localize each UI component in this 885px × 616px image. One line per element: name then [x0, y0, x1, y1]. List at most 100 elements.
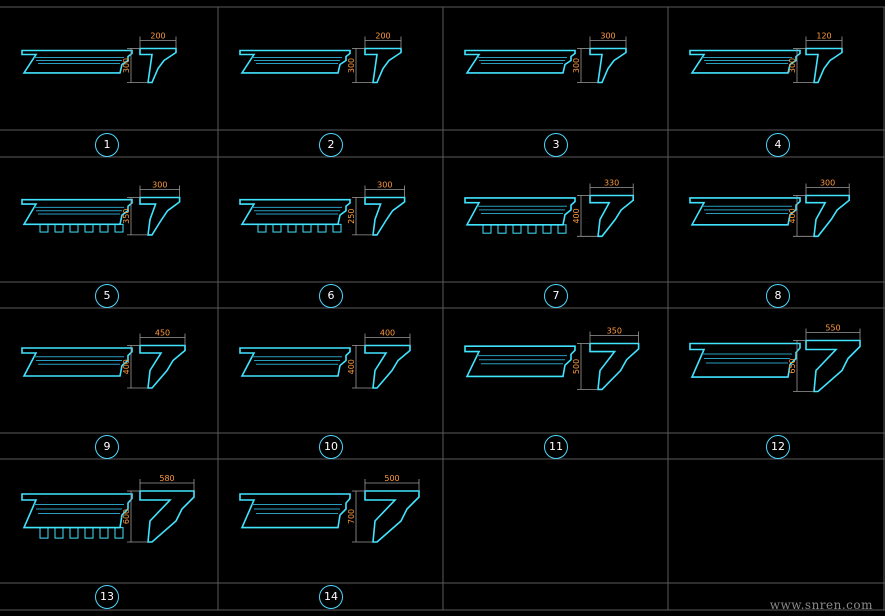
detail-panel-10: 400 400 — [239, 329, 411, 389]
cornice-perspective — [239, 198, 351, 233]
detail-panel-14: 500 700 — [239, 474, 420, 543]
cornice-section — [805, 47, 843, 84]
height-dim-label: 300 — [788, 58, 797, 73]
detail-number-5: 5 — [95, 284, 119, 308]
cornice-section — [364, 490, 420, 543]
detail-panel-3: 300 300 — [464, 32, 627, 84]
detail-panel-2: 200 300 — [239, 32, 402, 84]
cornice-perspective — [239, 493, 351, 529]
height-dim-label: 300 — [347, 58, 356, 73]
dimension-height — [793, 195, 814, 237]
height-dim-label: 250 — [347, 209, 356, 224]
drawing-grid — [0, 6, 885, 611]
height-dim-label: 300 — [122, 58, 131, 73]
detail-number-6: 6 — [319, 284, 343, 308]
width-dim-label: 500 — [384, 474, 399, 483]
cornice-perspective — [239, 49, 351, 74]
cornice-section — [139, 47, 177, 84]
cornice-perspective — [21, 347, 133, 377]
cornice-perspective — [239, 347, 351, 377]
cornice-section — [139, 344, 186, 389]
cornice-perspective — [689, 197, 801, 226]
height-dim-label: 400 — [122, 359, 131, 374]
width-dim-label: 200 — [375, 32, 390, 41]
cornice-section — [364, 344, 411, 389]
dimension-height — [127, 345, 148, 389]
dimension-width — [364, 333, 411, 346]
height-dim-label: 350 — [122, 209, 131, 224]
width-dim-label: 200 — [150, 32, 165, 41]
detail-panel-9: 450 400 — [21, 329, 186, 389]
cornice-section — [589, 47, 627, 84]
dimension-height — [793, 340, 814, 392]
cornice-section — [589, 342, 640, 391]
watermark: www.snren.com — [769, 598, 873, 612]
cornice-perspective — [464, 345, 576, 378]
detail-number-12: 12 — [766, 435, 790, 459]
width-dim-label: 580 — [159, 474, 174, 483]
width-dim-label: 300 — [820, 179, 835, 188]
dimension-width — [364, 36, 402, 49]
dimension-width — [805, 328, 861, 341]
cornice-perspective — [689, 49, 801, 74]
cornice-perspective — [21, 198, 133, 233]
height-dim-label: 400 — [347, 359, 356, 374]
cornice-perspective — [21, 493, 133, 539]
cornice-perspective — [464, 197, 576, 234]
width-dim-label: 120 — [816, 32, 831, 41]
cornice-perspective — [689, 342, 801, 378]
height-dim-label: 500 — [572, 359, 581, 374]
detail-number-2: 2 — [319, 133, 343, 157]
dimension-width — [139, 479, 195, 491]
dimension-width — [364, 185, 406, 198]
cornice-section — [805, 339, 861, 393]
width-dim-label: 300 — [152, 181, 167, 190]
detail-number-10: 10 — [319, 435, 343, 459]
dimension-width — [139, 333, 186, 346]
detail-number-14: 14 — [319, 585, 343, 609]
cornice-perspective — [21, 49, 133, 74]
detail-number-13: 13 — [95, 585, 119, 609]
detail-panel-1: 200 300 — [21, 32, 177, 84]
width-dim-label: 450 — [155, 329, 170, 338]
detail-panel-4: 120 300 — [689, 32, 843, 84]
cornice-section — [364, 47, 402, 84]
detail-number-7: 7 — [544, 284, 568, 308]
detail-number-4: 4 — [766, 133, 790, 157]
dimension-height — [352, 345, 373, 389]
width-dim-label: 300 — [600, 32, 615, 41]
width-dim-label: 550 — [825, 324, 840, 333]
dimension-height — [352, 490, 373, 543]
detail-panel-11: 350 500 — [464, 327, 640, 391]
height-dim-label: 300 — [572, 58, 581, 73]
height-dim-label: 650 — [788, 358, 797, 373]
detail-number-8: 8 — [766, 284, 790, 308]
width-dim-label: 400 — [380, 329, 395, 338]
dimension-width — [805, 36, 843, 49]
detail-number-11: 11 — [544, 435, 568, 459]
cornice-section — [805, 194, 850, 238]
cornice-perspective — [464, 49, 576, 74]
width-dim-label: 330 — [604, 179, 619, 188]
dimension-width — [139, 185, 181, 198]
cornice-section — [364, 196, 406, 236]
width-dim-label: 350 — [607, 327, 622, 336]
dimension-width — [364, 479, 420, 491]
dimension-width — [139, 36, 177, 49]
dimension-height — [127, 48, 148, 83]
height-dim-label: 600 — [122, 509, 131, 524]
height-dim-label: 700 — [347, 509, 356, 524]
dimension-height — [577, 48, 598, 83]
dimension-height — [577, 343, 598, 390]
dimension-height — [127, 490, 148, 543]
cornice-section — [139, 490, 195, 543]
dimension-width — [589, 36, 627, 49]
dimension-width — [805, 183, 850, 196]
dimension-width — [589, 331, 639, 344]
dimension-height — [577, 195, 598, 237]
height-dim-label: 400 — [572, 208, 581, 223]
cornice-section — [139, 196, 181, 236]
